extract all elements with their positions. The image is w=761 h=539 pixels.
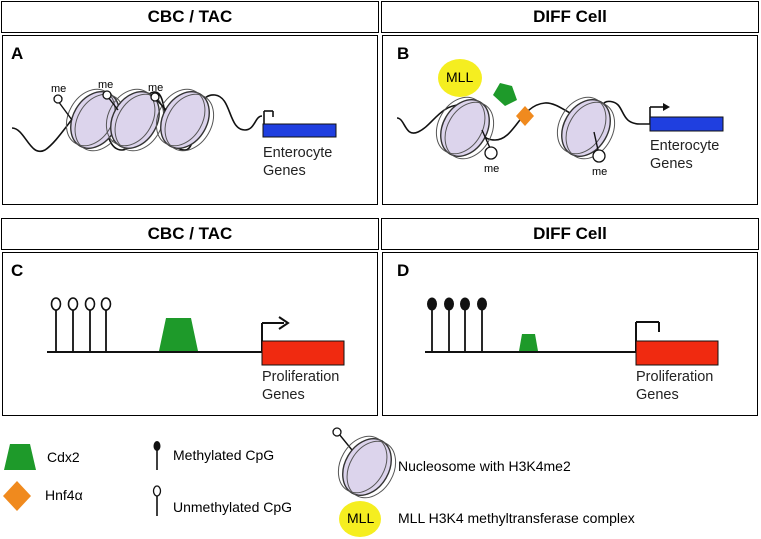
unmethylated-cpg-legend-icon	[152, 485, 162, 516]
me-label: me	[484, 163, 500, 175]
mll-label: MLL	[446, 69, 474, 85]
panel-d-label: D	[397, 261, 410, 280]
unmethylated-cpg-icon	[100, 297, 112, 352]
cdx2-legend-icon	[4, 444, 36, 470]
header-bottom-left: CBC / TAC	[1, 218, 379, 250]
panel-b-gene-line1: Enterocyte	[650, 138, 720, 154]
panel-c-gene-line1: Proliferation	[262, 369, 340, 385]
unmethylated-cpg-icon	[84, 297, 96, 352]
methylated-cpg-icon	[444, 297, 454, 352]
header-top-left: CBC / TAC	[1, 1, 379, 33]
legend-methylated-label: Methylated CpG	[173, 447, 275, 463]
panel-c-promoter	[47, 297, 345, 366]
panel-b-gene-line2: Genes	[650, 156, 693, 172]
panel-a-gene-line1: Enterocyte	[263, 145, 333, 161]
panel-d-gene-line1: Proliferation	[636, 369, 714, 385]
mll-complex	[438, 59, 482, 97]
hnf4a-factor	[516, 106, 534, 126]
header-top-right: DIFF Cell	[381, 1, 759, 33]
cdx2-factor	[493, 83, 517, 106]
legend-nucleosome-label: Nucleosome with H3K4me2	[398, 458, 571, 474]
legend-cdx2-label: Cdx2	[47, 449, 80, 465]
me-label: me	[98, 79, 114, 91]
me-label: me	[148, 82, 164, 94]
panel-c-gene-line2: Genes	[262, 387, 305, 403]
nucleosome-icon	[546, 87, 626, 169]
panel-b-chromatin	[396, 59, 724, 169]
methylated-cpg-icon	[477, 297, 487, 352]
panel-c-label: C	[11, 261, 24, 280]
proliferation-gene-box	[261, 340, 345, 366]
enterocyte-gene-box	[649, 116, 724, 132]
header-bottom-right: DIFF Cell	[381, 218, 759, 250]
unmethylated-cpg-icon	[592, 149, 606, 163]
unmethylated-cpg-icon	[102, 90, 112, 100]
unmethylated-cpg-icon	[53, 94, 63, 104]
cdx2-factor	[519, 334, 538, 351]
methylated-cpg-icon	[427, 297, 437, 352]
mll-legend-icon	[339, 501, 381, 537]
cdx2-factor	[159, 318, 198, 351]
panel-d-promoter	[425, 297, 719, 366]
panel-d-gene-line2: Genes	[636, 387, 679, 403]
panel-b-label: B	[397, 44, 410, 63]
nucleosome-legend-icon	[327, 426, 407, 508]
methylated-cpg-icon	[460, 297, 470, 352]
enterocyte-gene-box	[262, 123, 337, 138]
legend-mll-label: MLL H3K4 methyltransferase complex	[398, 510, 635, 526]
panel-c	[2, 252, 378, 416]
panel-d	[382, 252, 758, 416]
legend	[3, 426, 407, 537]
legend-unmethylated-label: Unmethylated CpG	[173, 499, 293, 515]
unmethylated-cpg-icon	[50, 297, 62, 352]
legend-mll-badge-label: MLL	[347, 510, 375, 526]
panel-a-label: A	[11, 44, 24, 63]
hnf4a-legend-icon	[3, 481, 31, 511]
proliferation-gene-box	[635, 340, 719, 366]
unmethylated-cpg-icon	[67, 297, 79, 352]
methylated-cpg-legend-icon	[153, 441, 161, 470]
me-label: me	[592, 166, 608, 178]
panel-a-chromatin	[11, 79, 337, 161]
legend-hnf4a-label: Hnf4α	[45, 487, 83, 503]
unmethylated-cpg-icon	[484, 146, 498, 160]
unmethylated-cpg-icon	[150, 92, 160, 102]
me-label: me	[51, 83, 67, 95]
panel-a-gene-line2: Genes	[263, 163, 306, 179]
